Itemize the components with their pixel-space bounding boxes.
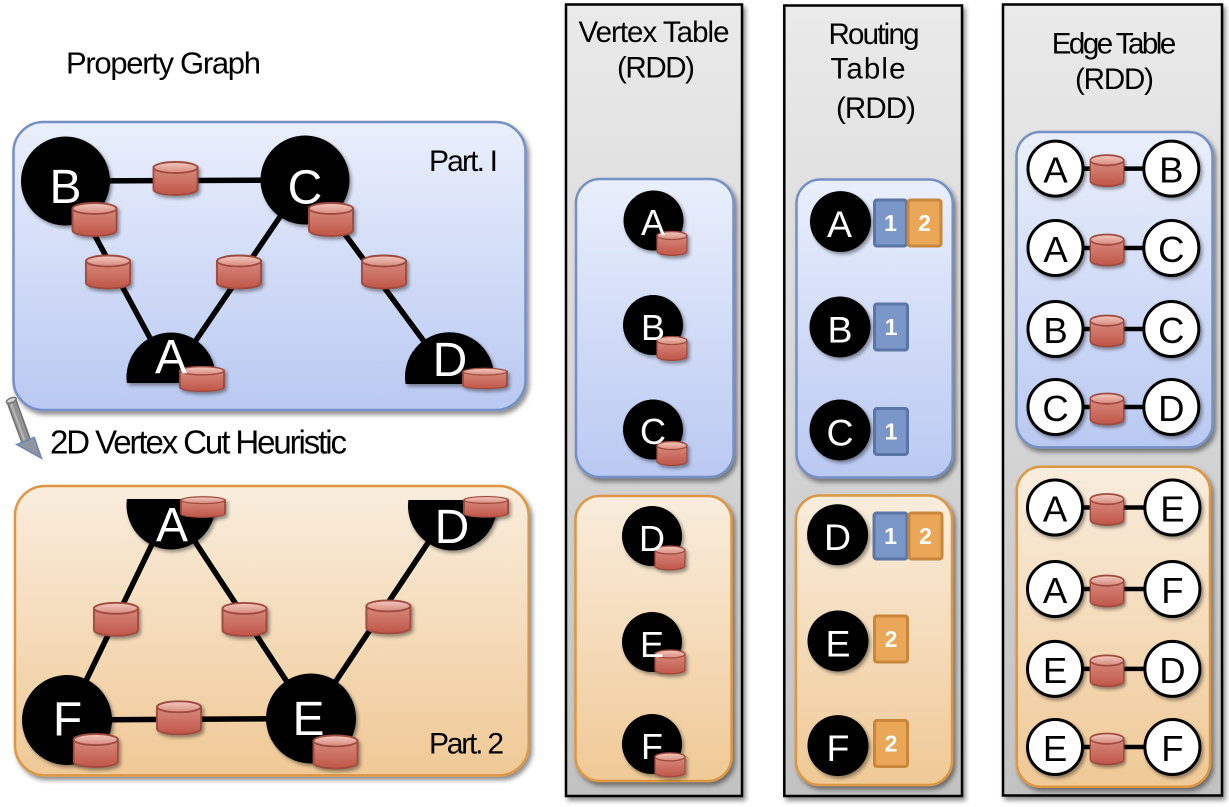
svg-text:A: A bbox=[827, 203, 852, 245]
svg-text:C: C bbox=[1158, 229, 1184, 270]
svg-text:E: E bbox=[1043, 650, 1067, 691]
svg-text:F: F bbox=[641, 726, 663, 767]
svg-text:C: C bbox=[1042, 388, 1068, 429]
svg-text:F: F bbox=[1161, 570, 1183, 611]
svg-text:1: 1 bbox=[884, 210, 897, 236]
svg-text:2: 2 bbox=[919, 523, 932, 549]
svg-text:A: A bbox=[1043, 150, 1068, 191]
svg-text:(RDD): (RDD) bbox=[617, 52, 695, 85]
svg-text:B: B bbox=[827, 308, 852, 350]
svg-text:E: E bbox=[1160, 489, 1184, 530]
svg-text:E: E bbox=[292, 693, 324, 746]
svg-text:Part. 2: Part. 2 bbox=[429, 728, 504, 761]
svg-text:D: D bbox=[639, 518, 665, 559]
svg-text:Routing: Routing bbox=[829, 18, 920, 51]
svg-text:C: C bbox=[826, 411, 853, 453]
svg-text:F: F bbox=[827, 727, 850, 769]
svg-text:E: E bbox=[640, 624, 664, 665]
svg-text:1: 1 bbox=[885, 314, 898, 340]
svg-text:2: 2 bbox=[885, 626, 898, 652]
svg-text:(RDD): (RDD) bbox=[1075, 63, 1154, 96]
svg-text:B: B bbox=[1043, 310, 1067, 351]
svg-text:C: C bbox=[1158, 310, 1184, 351]
svg-text:2D Vertex Cut Heuristic: 2D Vertex Cut Heuristic bbox=[50, 424, 347, 461]
svg-text:A: A bbox=[1043, 570, 1068, 611]
svg-text:D: D bbox=[433, 334, 468, 387]
svg-text:C: C bbox=[288, 162, 323, 215]
svg-text:D: D bbox=[824, 516, 851, 558]
svg-text:Property Graph: Property Graph bbox=[66, 46, 261, 81]
svg-text:E: E bbox=[1043, 728, 1067, 769]
svg-text:F: F bbox=[53, 694, 82, 747]
svg-text:1: 1 bbox=[885, 419, 898, 445]
svg-text:E: E bbox=[825, 622, 850, 664]
svg-text:B: B bbox=[1159, 150, 1183, 191]
svg-text:D: D bbox=[1158, 388, 1184, 429]
svg-text:A: A bbox=[641, 202, 665, 243]
svg-text:D: D bbox=[435, 501, 470, 554]
svg-text:1: 1 bbox=[884, 523, 897, 549]
svg-text:A: A bbox=[1043, 229, 1068, 270]
svg-text:B: B bbox=[49, 161, 81, 214]
svg-text:Table: Table bbox=[831, 53, 906, 86]
svg-text:2: 2 bbox=[918, 210, 931, 236]
svg-text:(RDD): (RDD) bbox=[836, 92, 916, 125]
svg-text:A: A bbox=[156, 499, 188, 552]
svg-text:C: C bbox=[640, 411, 666, 452]
svg-text:Edge Table: Edge Table bbox=[1052, 28, 1177, 61]
svg-text:B: B bbox=[641, 307, 665, 348]
svg-text:2: 2 bbox=[885, 731, 898, 757]
svg-text:Vertex Table: Vertex Table bbox=[579, 16, 730, 49]
svg-text:D: D bbox=[1159, 650, 1185, 691]
svg-text:Part. I: Part. I bbox=[429, 145, 498, 178]
svg-text:A: A bbox=[1043, 489, 1068, 530]
svg-text:A: A bbox=[155, 331, 187, 384]
svg-text:F: F bbox=[1161, 728, 1183, 769]
